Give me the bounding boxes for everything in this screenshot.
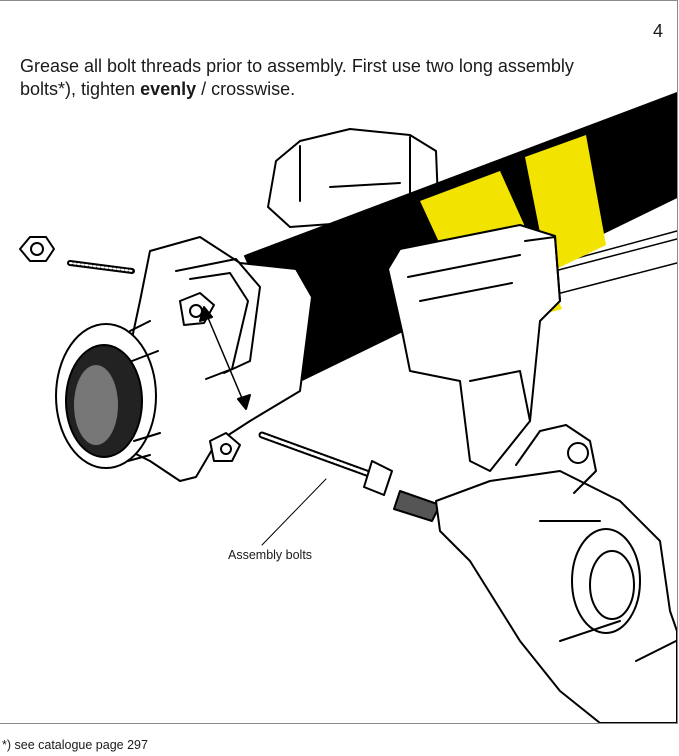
wrench-trigger-knob	[567, 442, 589, 464]
flange-face	[175, 258, 261, 374]
socket-bit	[393, 490, 441, 522]
instruction-text-1: Grease all bolt threads prior to assembl…	[20, 56, 574, 99]
rear-clamp-detail	[299, 136, 411, 202]
assembly-bolts-label: Assembly bolts	[228, 548, 313, 562]
top-bolt-thread	[69, 262, 133, 272]
assembly-instruction: Grease all bolt threads prior to assembl…	[20, 55, 620, 101]
wrench-motor-cap-inner	[589, 550, 635, 620]
wrench-handle-loop	[515, 424, 597, 494]
gap-arrow-line	[205, 312, 245, 404]
front-saddle-detail	[407, 254, 531, 422]
coupling-flange	[109, 236, 313, 482]
gap-arrow-heads	[199, 306, 251, 410]
flange-bolt-hole-1	[189, 304, 203, 318]
flange-inner	[189, 272, 249, 380]
front-saddle	[387, 224, 561, 472]
flange-bolt-hole-2	[220, 443, 232, 455]
assembly-bolt-head	[363, 460, 393, 496]
loose-nut-hole	[30, 242, 44, 256]
nipple-threads	[127, 320, 161, 462]
impact-wrench-body	[435, 470, 677, 723]
footnote: *) see catalogue page 297	[2, 738, 148, 752]
page-number: 4	[652, 21, 663, 41]
instruction-text-2: / crosswise.	[196, 79, 296, 99]
front-saddle-edge	[524, 236, 561, 302]
instruction-emphasis: evenly	[140, 79, 197, 99]
callout-leader	[261, 478, 327, 546]
manual-page: 4 Grease all bolt threads prior to assem…	[0, 0, 678, 724]
assembly-bolt-thread	[260, 433, 374, 477]
coupling-bore-shade	[74, 365, 118, 445]
coupling-assembly-illustration	[19, 92, 677, 723]
wrench-detail	[539, 520, 677, 662]
